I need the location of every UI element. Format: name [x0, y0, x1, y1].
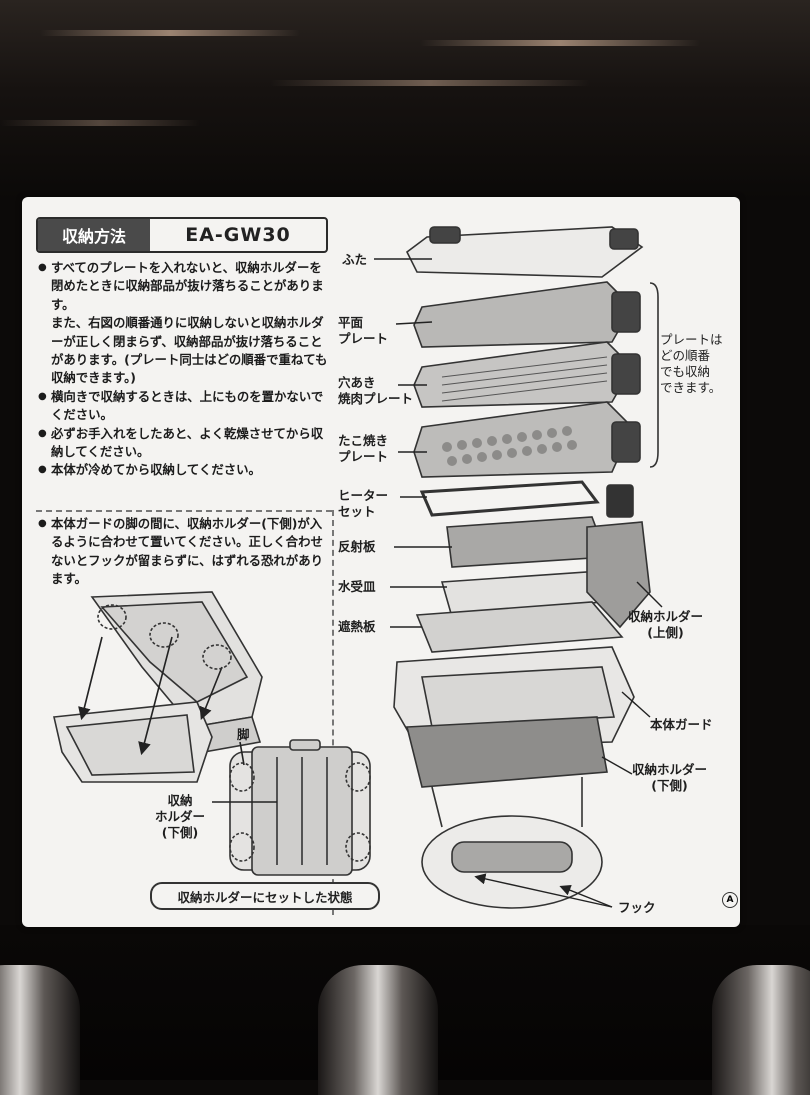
model-number: EA-GW30	[185, 224, 291, 246]
note-item: 必ずお手入れをしたあと、よく乾燥させてから収納してください。	[38, 425, 330, 462]
part-holder-bottom-l1: 収納ホルダー	[632, 762, 708, 777]
part-reflector-label: 反射板	[338, 539, 376, 554]
plate-order-note-l1: プレートは	[660, 332, 723, 347]
note-item: すべてのプレートを入れないと、収納ホルダーを閉めたときに収納部品が抜け落ちること…	[38, 259, 330, 314]
instruction-label: 収納方法 EA-GW30 すべてのプレートを入れないと、収納ホルダーを閉めたとき…	[22, 197, 740, 927]
plate-order-note: プレートは どの順番 でも収納 できます。	[660, 332, 736, 396]
part-heater-l2: セット	[338, 504, 376, 519]
part-holder-top-label: 収納ホルダー (上側)	[628, 609, 703, 641]
holder-bottom-label-l1: 収納	[167, 793, 193, 808]
part-holder-bottom-l2: (下側)	[651, 778, 688, 793]
plate-order-note-l4: できます。	[660, 380, 722, 395]
part-holder-top-l2: (上側)	[647, 625, 684, 640]
exploded-stack-drawing	[393, 226, 659, 909]
reflection-streak	[270, 80, 590, 86]
label-header: 収納方法 EA-GW30	[36, 217, 328, 253]
holder-bottom-label: 収納 ホルダー (下側)	[146, 793, 214, 841]
note-item: また、右図の順番通りに収納しないと収納ホルダーが正しく閉まらず、収納部品が抜け落…	[51, 315, 328, 386]
part-hook-label: フック	[618, 900, 656, 915]
part-body-guard-label: 本体ガード	[650, 717, 713, 732]
part-heat-shield-label: 遮熱板	[338, 619, 376, 634]
open-grill-drawing	[53, 591, 263, 783]
part-takoyaki-plate-l1: たこ焼き	[338, 433, 389, 448]
holder-bottom-label-l3: (下側)	[161, 825, 199, 840]
appliance-knob	[712, 965, 810, 1095]
part-holed-plate-label: 穴あき 焼肉プレート	[338, 375, 413, 407]
notes-section: すべてのプレートを入れないと、収納ホルダーを閉めたときに収納部品が抜け落ちること…	[38, 259, 330, 480]
appliance-knob	[318, 965, 438, 1095]
part-flat-plate-l1: 平面	[338, 315, 364, 330]
part-holed-plate-l2: 焼肉プレート	[338, 391, 414, 406]
dashed-divider	[332, 510, 334, 915]
part-takoyaki-plate-label: たこ焼き プレート	[338, 433, 388, 465]
title-tab: 収納方法	[38, 219, 150, 251]
background-top	[0, 0, 810, 200]
part-water-tray-label: 水受皿	[338, 579, 376, 594]
appliance-knob	[0, 965, 80, 1095]
holder-bottom-label-l2: ホルダー	[154, 809, 205, 824]
leg-label: 脚	[237, 727, 250, 742]
part-holder-top-l1: 収納ホルダー	[628, 609, 704, 624]
plate-order-note-l2: どの順番	[660, 348, 711, 363]
part-flat-plate-l2: プレート	[338, 331, 389, 346]
holder-set-drawing	[212, 739, 371, 876]
part-holder-bottom-label: 収納ホルダー (下側)	[632, 762, 707, 794]
illustration	[53, 226, 663, 909]
part-lid-label: ふた	[342, 252, 368, 267]
reflection-streak	[0, 120, 200, 126]
notes-section-2: 本体ガードの脚の間に、収納ホルダー(下側)が入るように合わせて置いてください。正…	[38, 515, 330, 589]
reflection-streak	[40, 30, 300, 36]
part-flat-plate-label: 平面 プレート	[338, 315, 388, 347]
part-heater-label: ヒーター セット	[338, 488, 388, 520]
note-item: 本体が冷めてから収納してください。	[38, 461, 330, 480]
plate-order-note-l3: でも収納	[660, 364, 711, 379]
version-mark: A	[722, 892, 738, 908]
dashed-divider	[36, 510, 332, 512]
part-heater-l1: ヒーター	[338, 488, 389, 503]
reflection-streak	[420, 40, 700, 46]
part-holed-plate-l1: 穴あき	[338, 375, 376, 390]
note-item: 本体ガードの脚の間に、収納ホルダー(下側)が入るように合わせて置いてください。正…	[38, 515, 330, 589]
set-state-caption: 収納ホルダーにセットした状態	[150, 882, 380, 910]
part-takoyaki-plate-l2: プレート	[338, 449, 389, 464]
note-item: 横向きで収納するときは、上にものを置かないでください。	[38, 388, 330, 425]
